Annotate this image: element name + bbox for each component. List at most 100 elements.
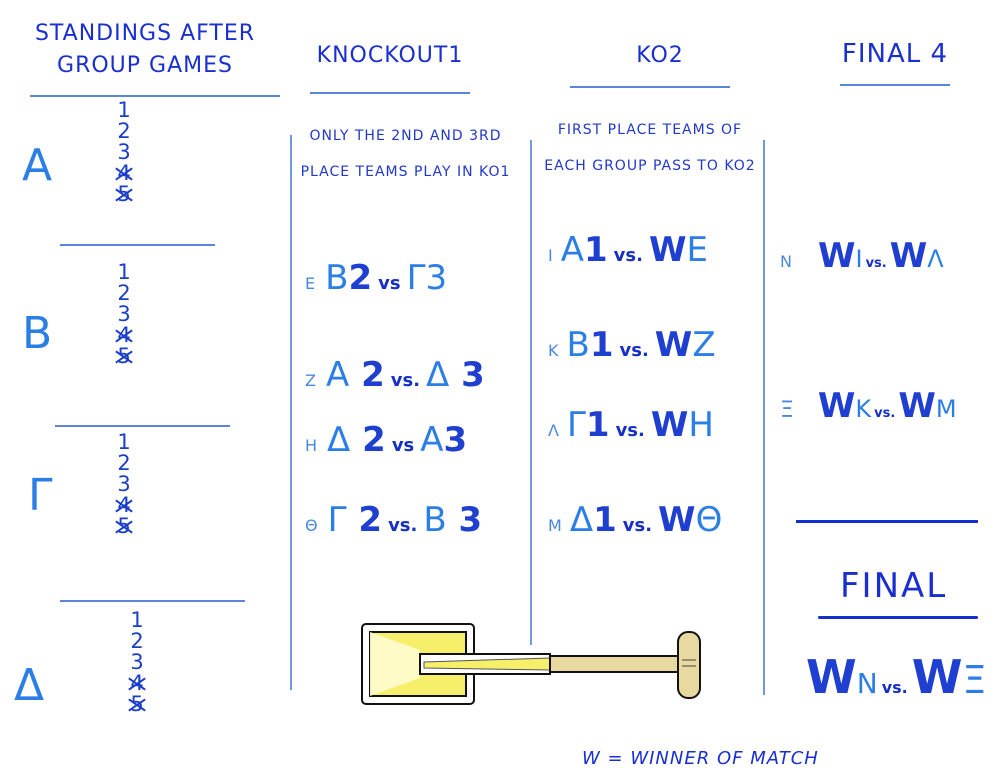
ko2-underline [570,86,730,88]
ko1-match-theta: Θ Γ 2 vs. B 3 [305,500,482,540]
rank-eliminated: 4 [112,163,136,184]
group-separator-bg [55,425,230,427]
vs-text: vs. [865,256,887,271]
final4-header: FINAL 4 [841,39,949,69]
team-group: A [420,420,444,460]
winner-ref: Θ [695,500,723,540]
team-rank: 1 [593,500,617,540]
winner-w: W [648,230,687,270]
winner-ref: Λ [927,245,944,273]
team-rank: 2 [362,420,386,460]
group-d-letter: Δ [14,660,45,711]
ko1-header: KNOCKOUT1 [316,43,464,68]
ko2-note: FIRST PLACE TEAMS OF EACH GROUP PASS TO … [544,122,756,174]
rank: 3 [130,650,144,674]
winner-ref: H [688,405,714,445]
vs-text: vs [391,435,415,456]
winner-ref: N [856,667,878,700]
rank-eliminated: 4 [125,673,149,694]
final-match: WN vs. WΞ [806,650,987,704]
ko1-match-e: E B2 vs Γ3 [305,258,447,298]
ko2-match-l: Λ Γ1 vs. WH [548,405,714,445]
winner-ref: Z [692,325,716,365]
team-rank: 2 [358,500,383,540]
winner-ref: Ξ [962,658,987,702]
team-rank: 3 [443,420,468,460]
team-group: B [423,500,447,540]
ko1-note: ONLY THE 2ND AND 3RD PLACE TEAMS PLAY IN… [300,128,511,180]
winner-ref: I [855,245,863,273]
ko2-match-m: M Δ1 vs. WΘ [548,500,722,540]
group-g-ranks: 1 2 3 4 5 [112,432,136,537]
standings-underline [30,95,280,97]
divider-3 [763,140,765,695]
final-title: FINAL [840,566,948,606]
rank-eliminated: 4 [112,325,136,346]
rank-eliminated: 5 [112,346,136,367]
match-label: Z [305,371,316,390]
rank: 3 [117,140,131,164]
team-group: Γ [406,258,426,298]
final4-underline [840,84,950,86]
ko1-underline [310,92,470,94]
team-group: B [325,258,349,298]
match-label: I [548,246,553,265]
ko1-match-h: H Δ 2 vs A3 [305,420,467,460]
rank: 1 [117,98,131,122]
rank: 1 [117,260,131,284]
team-group: B [566,325,590,365]
team-rank: 1 [583,230,608,270]
winner-ref: K [855,395,872,423]
match-label: Ξ [780,398,794,423]
team-rank: 1 [585,405,610,445]
ko2-match-i: I A1 vs. WE [548,230,708,270]
team-group: Δ [569,500,594,540]
winner-w: W [806,650,857,704]
match-label: E [305,274,316,293]
team-rank: 2 [348,258,373,298]
team-rank: 3 [461,355,485,395]
team-group: A [560,230,584,270]
match-label: N [780,252,792,271]
vs-text: vs. [619,340,649,361]
ko2-header: KO2 [636,43,684,68]
standings-header: STANDINGS AFTER GROUP GAMES [34,21,256,78]
team-rank: 3 [425,258,448,298]
group-b-ranks: 1 2 3 4 5 [112,262,136,367]
team-group: Γ [327,500,347,540]
rank: 2 [117,281,131,305]
team-group: Δ [327,420,351,460]
cup-illustration [361,623,701,705]
winner-ref: M [935,395,957,423]
match-label: H [305,436,318,455]
team-group: Δ [426,355,450,395]
final4-match-n: N WI vs. WΛ [780,236,944,276]
rank-eliminated: 5 [112,516,136,537]
team-rank: 2 [361,355,385,395]
divider-2 [530,140,532,645]
match-label: Θ [305,516,318,535]
rank: 3 [117,472,131,496]
vs-text: vs. [388,515,418,536]
winner-w: W [817,236,856,276]
vs-text: vs. [874,406,896,421]
rank: 2 [117,119,131,143]
group-a-ranks: 1 2 3 4 5 [112,100,136,205]
winner-ref: E [686,230,708,270]
ko2-match-k: K B1 vs. WZ [548,325,716,365]
match-label: M [548,516,562,535]
vs-text: vs. [881,678,908,697]
match-label: Λ [548,421,559,440]
winner-w: W [817,386,856,426]
group-b-letter: B [22,308,53,359]
team-group: Γ [566,405,586,445]
rank: 2 [117,451,131,475]
group-separator-gd [60,600,245,602]
vs-text: vs. [615,420,645,441]
rank: 3 [117,302,131,326]
vs-text: vs [378,273,401,294]
winner-w: W [654,325,693,365]
winner-w: W [898,386,936,426]
vs-text: vs. [390,370,421,391]
winner-w: W [658,500,696,540]
